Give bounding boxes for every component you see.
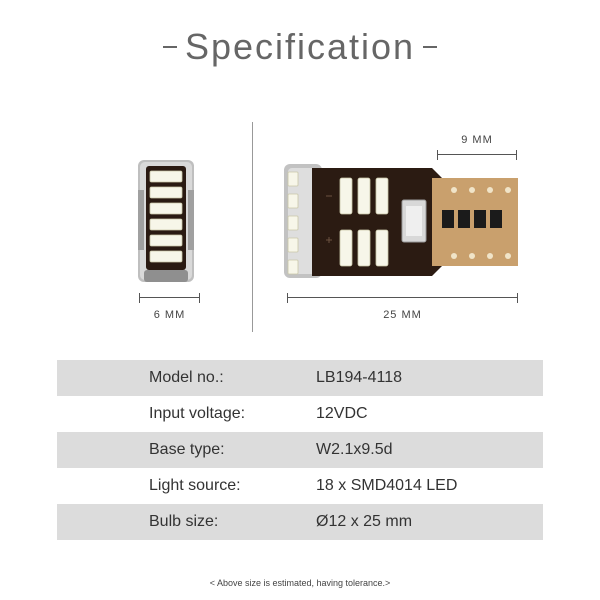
tolerance-footnote: < Above size is estimated, having tolera… — [209, 578, 391, 588]
board-dimension-label: 9 MM — [461, 134, 493, 146]
length-dimension-line — [287, 293, 518, 303]
view-divider — [252, 122, 253, 332]
board-dimension-line — [437, 150, 517, 160]
bulb-front-view — [138, 160, 194, 282]
title-dash-right — [423, 46, 438, 49]
spec-row-light-source: Light source: 18 x SMD4014 LED — [57, 468, 543, 504]
spec-row-bulb-size: Bulb size: Ø12 x 25 mm — [57, 504, 543, 540]
spec-value: LB194-4118 — [316, 369, 402, 386]
spec-label: Base type: — [149, 441, 225, 458]
page-title: Specification — [0, 26, 600, 68]
spec-label: Input voltage: — [149, 405, 246, 422]
spec-value: 12VDC — [316, 405, 368, 422]
front-leds — [149, 170, 183, 263]
spec-value: 18 x SMD4014 LED — [316, 477, 458, 494]
title-text: Specification — [184, 26, 416, 67]
bulb-side-view — [284, 164, 518, 278]
specification-table: Model no.: LB194-4118 Input voltage: 12V… — [57, 360, 543, 540]
spec-row-voltage: Input voltage: 12VDC — [57, 396, 543, 432]
spec-label: Bulb size: — [149, 513, 219, 530]
side-leds — [339, 177, 389, 267]
spec-row-model: Model no.: LB194-4118 — [57, 360, 543, 396]
spec-value: Ø12 x 25 mm — [316, 513, 413, 530]
spec-row-base: Base type: W2.1x9.5d — [57, 432, 543, 468]
width-dimension-label: 6 MM — [153, 309, 186, 321]
spec-label: Light source: — [149, 477, 241, 494]
width-dimension-line — [139, 293, 200, 303]
spec-label: Model no.: — [149, 369, 224, 386]
title-dash-left — [162, 46, 177, 49]
length-dimension-label: 25 MM — [383, 309, 422, 321]
spec-value: W2.1x9.5d — [316, 441, 393, 458]
